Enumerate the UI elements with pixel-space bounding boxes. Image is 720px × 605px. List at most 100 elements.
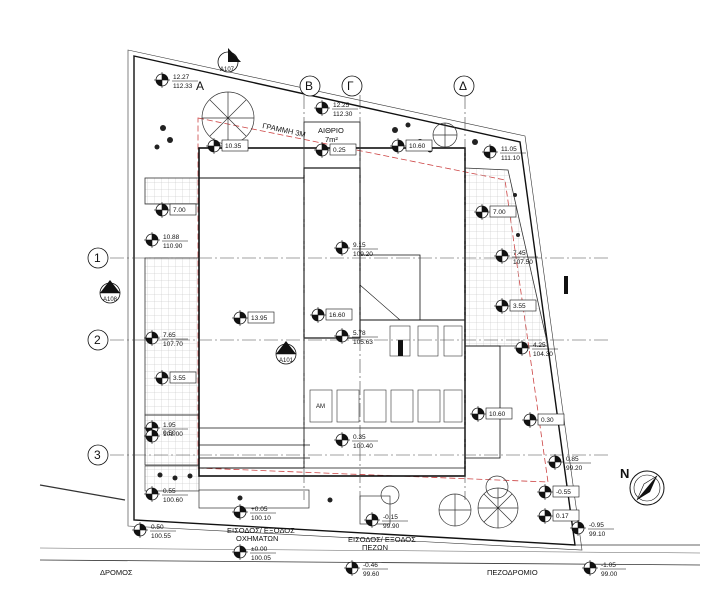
grid-number-1: 1 xyxy=(94,251,101,265)
section-mark-1: 1 A108 xyxy=(99,280,121,304)
level-symbol-icon xyxy=(313,141,331,159)
level-marker: 10.88 110.90 xyxy=(143,231,188,250)
level-absolute: 100.60 xyxy=(163,497,183,504)
grid-letter-b: Β xyxy=(305,79,313,93)
level-marker: 1.95 102.00 xyxy=(143,419,188,438)
vehicle-entrance-label-2: ΟΧΗΜΑΤΩΝ xyxy=(236,534,278,543)
level-relative: 16.60 xyxy=(329,312,346,319)
level-relative: 10.60 xyxy=(489,411,506,418)
parking-bays: ΑΜ xyxy=(309,325,463,423)
level-relative: 12.25 xyxy=(333,102,350,109)
svg-text:2: 2 xyxy=(284,347,288,353)
grid-letter-d: Δ xyxy=(459,79,467,93)
level-relative: -0.95 xyxy=(589,522,604,529)
level-relative: 0.35 xyxy=(353,434,366,441)
level-symbol-icon xyxy=(536,507,554,525)
level-absolute: 100.40 xyxy=(353,443,373,450)
level-relative: 0.50 xyxy=(163,430,176,437)
level-marker: 7.00 xyxy=(153,201,197,219)
level-relative: 10.60 xyxy=(409,143,426,150)
courtyard-area: 7m² xyxy=(325,135,338,144)
svg-text:A101: A101 xyxy=(279,358,294,364)
level-absolute: 107.70 xyxy=(163,341,183,348)
level-marker: 16.60 xyxy=(309,306,353,324)
grid-number-2: 2 xyxy=(94,333,101,347)
level-symbol-icon xyxy=(333,431,351,449)
setback-label: ΓΡΑΜΜΗ 3Μ xyxy=(262,121,307,139)
level-symbol-icon xyxy=(309,306,327,324)
level-absolute: 99.00 xyxy=(601,571,618,578)
level-marker: 3.55 xyxy=(493,297,537,315)
grid-letter-g: Γ xyxy=(347,79,354,93)
level-absolute: 110.90 xyxy=(163,243,183,250)
level-relative: 7.65 xyxy=(163,332,176,339)
level-marker: 0.35 100.40 xyxy=(333,431,378,450)
level-relative: -0.46 xyxy=(363,562,378,569)
level-box xyxy=(405,139,433,152)
level-marker: 7.65 107.70 xyxy=(143,329,188,348)
level-marker: 13.95 xyxy=(231,309,275,327)
level-relative: 0.85 xyxy=(566,456,579,463)
level-symbol-icon xyxy=(313,99,331,117)
level-marker: 12.27 112.33 xyxy=(153,71,198,90)
level-relative: 13.95 xyxy=(251,315,268,322)
level-relative: 9.15 xyxy=(353,242,366,249)
level-symbol-icon xyxy=(333,327,351,345)
level-relative: 7.45 xyxy=(513,250,526,257)
level-absolute: 102.00 xyxy=(163,431,183,438)
level-absolute: 107.50 xyxy=(513,259,533,266)
level-symbol-icon xyxy=(131,521,149,539)
level-absolute: 99.90 xyxy=(383,523,400,530)
level-relative: -0.55 xyxy=(556,489,571,496)
level-marker: 0.25 xyxy=(313,141,357,159)
vehicle-entrance-label: ΕΙΣΟΔΟΣ/ ΕΞΟΔΟΣ xyxy=(227,526,295,535)
level-box xyxy=(169,371,197,384)
level-box xyxy=(485,407,513,420)
level-box xyxy=(325,308,353,321)
north-label: N xyxy=(620,466,629,481)
level-symbol-icon xyxy=(153,71,171,89)
grid-number-3: 3 xyxy=(94,448,101,462)
level-symbol-icon xyxy=(231,309,249,327)
level-marker: 0.50 xyxy=(143,427,176,445)
level-absolute: 105.63 xyxy=(353,339,373,346)
level-symbol-icon xyxy=(231,503,249,521)
level-box xyxy=(509,299,537,312)
level-absolute: 100.05 xyxy=(251,555,271,562)
level-absolute: 112.33 xyxy=(173,83,193,90)
building-outline xyxy=(198,121,501,477)
level-absolute: 100.55 xyxy=(151,533,171,540)
level-relative: 0.30 xyxy=(541,417,554,424)
grid-lines xyxy=(110,95,610,500)
level-marker: 12.25 112.30 xyxy=(313,99,358,118)
level-box xyxy=(329,143,357,156)
level-relative: 12.27 xyxy=(173,74,190,81)
level-relative: 3.55 xyxy=(173,375,186,382)
level-absolute: 112.30 xyxy=(333,111,353,118)
level-relative: 5.78 xyxy=(353,330,366,337)
level-relative: 10.88 xyxy=(163,234,180,241)
level-box xyxy=(552,509,580,522)
level-relative: 1.95 xyxy=(163,422,176,429)
level-symbol-icon xyxy=(205,137,223,155)
level-box xyxy=(552,485,580,498)
level-symbol-icon xyxy=(536,483,554,501)
level-marker: 7.45 107.50 xyxy=(493,247,538,266)
level-marker: 5.78 105.63 xyxy=(333,327,378,346)
road-label: ΔΡΟΜΟΣ xyxy=(100,568,133,577)
level-relative: 0.25 xyxy=(333,147,346,154)
level-box xyxy=(489,205,517,218)
level-relative: 11.05 xyxy=(501,146,517,153)
north-arrow-icon: N xyxy=(620,466,665,506)
level-box xyxy=(169,203,197,216)
level-symbol-icon xyxy=(363,511,381,529)
level-symbol-icon xyxy=(481,143,499,161)
